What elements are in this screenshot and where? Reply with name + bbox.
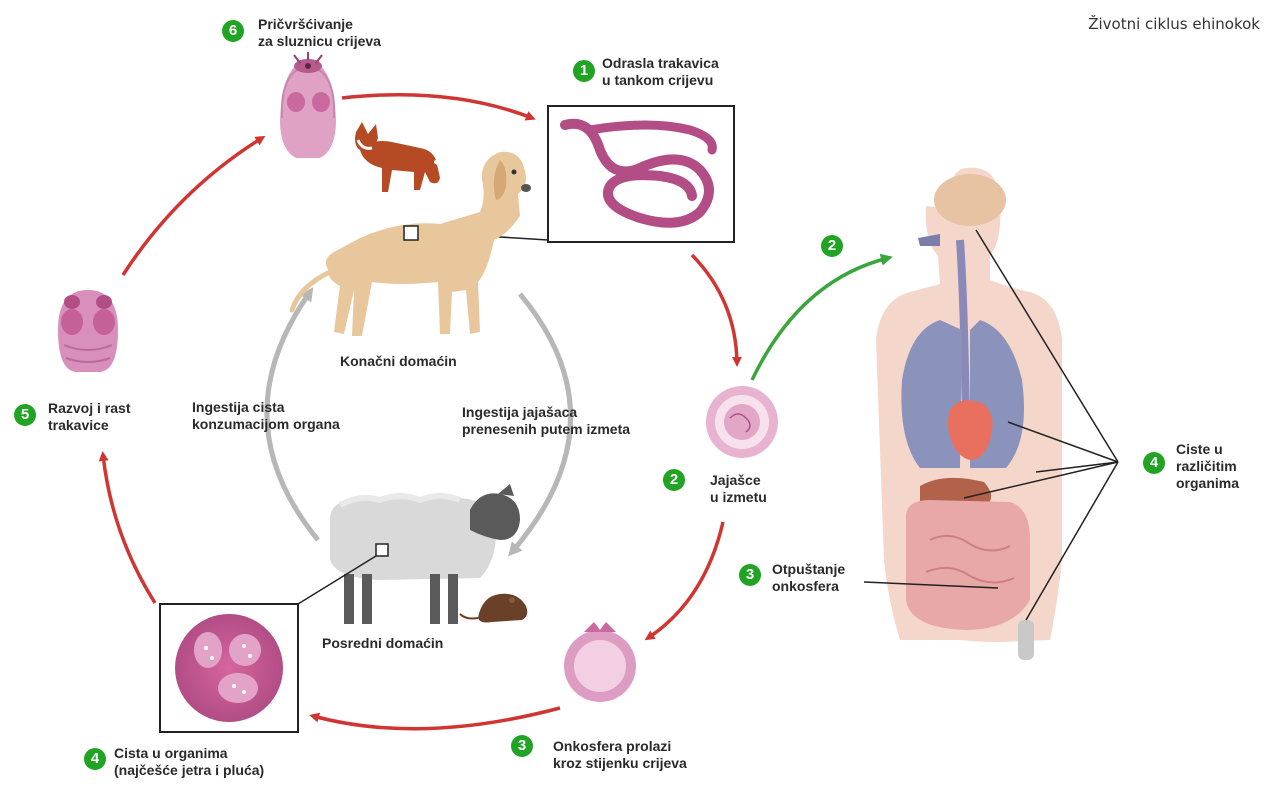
step-4-label: Cista u organima (najčešće jetra i pluća…: [114, 745, 264, 779]
step-3-human-badge: 3: [739, 564, 761, 586]
step-2-label: Jajašce u izmetu: [710, 472, 767, 506]
step-4-badge: 4: [84, 748, 106, 770]
tapeworm-icon: [548, 106, 734, 242]
protoscolex-icon: [58, 290, 118, 372]
rodent-icon: [460, 594, 527, 623]
diagram-title: Životni ciklus ehinokok: [1088, 15, 1260, 33]
definitive-host-label: Konačni domaćin: [340, 353, 457, 370]
step-4-human-label: Ciste u različitim organima: [1176, 441, 1239, 492]
step-5-badge: 5: [14, 404, 36, 426]
arrow-oncosphere-to-cyst: [313, 708, 560, 729]
intermediate-host-label: Posredni domaćin: [322, 635, 443, 652]
arrow-cyst-to-protoscolex: [103, 455, 155, 603]
egg-ingestion-label: Ingestija jajašaca prenesenih putem izme…: [462, 404, 630, 438]
step-1-label: Odrasla trakavica u tankom crijevu: [602, 55, 719, 89]
fox-icon: [355, 122, 446, 192]
arrow-adult-to-egg: [692, 255, 737, 363]
step-5-label: Razvoj i rast trakavice: [48, 400, 130, 434]
step-6-label: Pričvršćivanje za sluznicu crijeva: [258, 16, 381, 50]
scolex-icon: [280, 52, 336, 158]
step-2-badge: 2: [663, 469, 685, 491]
step-6-badge: 6: [222, 20, 244, 42]
step-3-badge: 3: [511, 735, 533, 757]
step-3-label: Onkosfera prolazi kroz stijenku crijeva: [553, 738, 687, 772]
arrow-protoscolex-to-scolex: [123, 138, 262, 275]
oncosphere-icon: [564, 622, 636, 702]
cyst-ingestion-label: Ingestija cista konzumacijom organa: [192, 399, 340, 433]
egg-icon: [706, 386, 778, 458]
arrow-scolex-to-adult: [342, 95, 532, 118]
dog-icon: [292, 152, 531, 336]
step-2-human-badge: 2: [821, 235, 843, 257]
step-4-human-badge: 4: [1143, 452, 1165, 474]
step-1-badge: 1: [573, 60, 595, 82]
arrow-egg-to-oncosphere: [648, 522, 723, 638]
arrow-egg-to-human: [752, 258, 888, 380]
cyst-icon: [160, 604, 298, 732]
step-3-human-label: Otpuštanje onkosfera: [772, 561, 845, 595]
